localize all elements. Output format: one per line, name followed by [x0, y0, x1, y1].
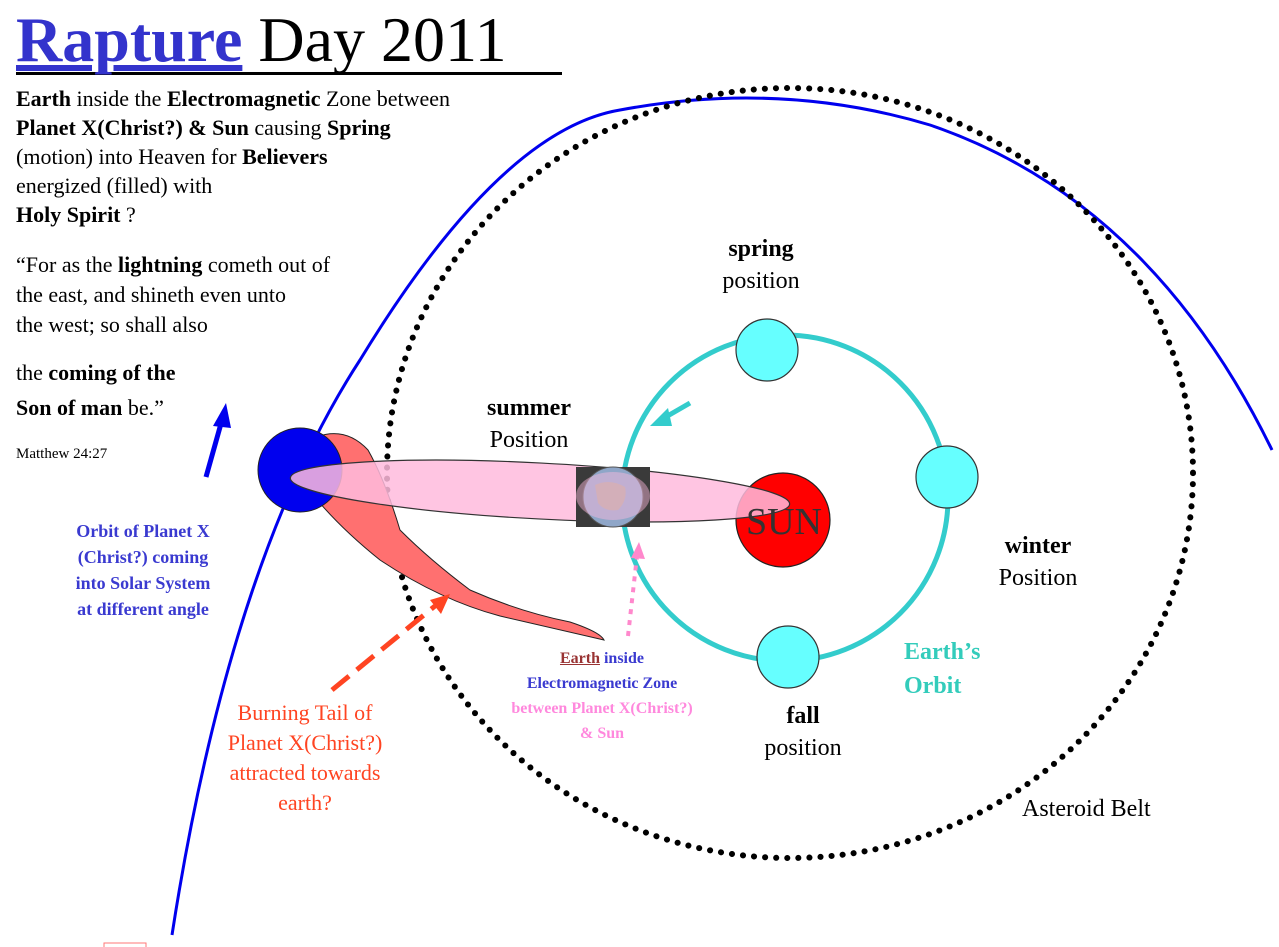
planet-x-orbit-curve: [170, 96, 1274, 936]
quote-line: Son of man be.”: [16, 395, 164, 421]
tail-pointer-arrow: [330, 604, 437, 692]
earth-zone-label: Earth inside Electromagnetic Zone betwee…: [472, 646, 732, 746]
quote-part: “For as the: [16, 252, 119, 277]
intro-spring: Spring: [327, 115, 391, 140]
quote-part: cometh out of: [202, 252, 331, 277]
burning-tail-label-line: Burning Tail of: [237, 700, 373, 725]
burning-tail-label-line: Planet X(Christ?): [227, 730, 383, 755]
tail-pointer-arrowhead: [430, 594, 450, 614]
intro-planet-sun: Planet X(Christ?) & Sun: [16, 115, 249, 140]
summer-label-sub: Position: [489, 427, 569, 453]
winter-label-title: winter: [1004, 533, 1072, 559]
quote-line: “For as the lightning cometh out of: [16, 252, 330, 278]
electromagnetic-zone: [289, 459, 791, 523]
summer-label: summer Position: [468, 392, 590, 456]
earth-zone-line: between Planet X(Christ?): [511, 700, 693, 717]
planet-x-orbit-label-line: Orbit of Planet X: [76, 521, 210, 541]
intro-electromagnetic: Electromagnetic: [166, 86, 321, 111]
intro-line: energized (filled) with: [16, 173, 213, 198]
quote-reference: Matthew 24:27: [16, 446, 108, 462]
orbit-direction-arrowhead: [650, 408, 672, 426]
quote-line: the coming of the: [16, 360, 175, 386]
page-title: Rapture Day 2011: [16, 0, 562, 75]
earth-zone-earth: Earth: [559, 650, 600, 667]
burning-tail-label-line: earth?: [278, 790, 332, 815]
intro-text: Earth inside the Electromagnetic Zone be…: [16, 84, 516, 229]
planet-x-motion-arrowhead: [213, 403, 231, 428]
sun-label: SUN: [745, 501, 823, 543]
earth-zone-line: Electromagnetic Zone: [526, 675, 678, 692]
earth-zone-pointer-arrowhead: [631, 542, 645, 559]
quote-line: the west; so shall also: [16, 312, 208, 337]
spring-label-title: spring: [728, 236, 794, 262]
earth-zone-inside: inside: [599, 650, 644, 667]
planet-x-orbit-label: Orbit of Planet X (Christ?) coming into …: [48, 518, 238, 622]
quote-son-of-man: Son of man: [16, 395, 123, 420]
earth-zone-pointer-arrow: [626, 555, 639, 637]
spring-label-sub: position: [722, 268, 800, 294]
earth-orbit-label-line: Earth’s: [904, 639, 981, 665]
winter-label: winter Position: [977, 530, 1099, 594]
planet-x-orbit-label-line: into Solar System: [75, 573, 211, 593]
burning-tail-label-line: attracted towards: [229, 760, 381, 785]
intro-earth: Earth: [16, 86, 71, 111]
intro-holy-spirit: Holy Spirit: [16, 202, 121, 227]
quote-line: the east, and shineth even unto: [16, 282, 287, 307]
fall-label-title: fall: [786, 703, 820, 729]
winter-label-sub: Position: [998, 565, 1078, 591]
earth-orbit-label-line: Orbit: [904, 673, 962, 699]
intro-text-part: (motion) into Heaven for: [16, 144, 243, 169]
intro-believers: Believers: [242, 144, 328, 169]
earth-zone-line: & Sun: [579, 725, 625, 742]
quote-coming: coming of the: [48, 360, 176, 385]
corner-mark: [103, 942, 147, 947]
earth-spring: [735, 318, 799, 382]
asteroid-belt-ring: [384, 85, 1196, 861]
intro-text-part: ?: [120, 202, 136, 227]
earth-summer-landmass: [595, 481, 626, 511]
title-word-rapture: Rapture: [16, 4, 243, 75]
planet-x-orbit-label-line: at different angle: [77, 599, 209, 619]
earth-fall: [756, 625, 820, 689]
intro-text-part: Zone between: [320, 86, 450, 111]
quote-part: the: [16, 360, 49, 385]
title-rest: Day 2011: [258, 4, 507, 75]
asteroid-belt-label: Asteroid Belt: [1022, 796, 1151, 822]
spring-label: spring position: [700, 233, 822, 297]
earth-orbit-label: Earth’s Orbit: [904, 635, 1004, 703]
planet-x-motion-arrow: [203, 419, 225, 478]
fall-label: fall position: [742, 700, 864, 764]
planet-x-orbit-label-line: (Christ?) coming: [77, 547, 209, 567]
burning-tail-label: Burning Tail of Planet X(Christ?) attrac…: [200, 698, 410, 818]
intro-text-part: causing: [248, 115, 328, 140]
quote-lightning: lightning: [118, 252, 203, 277]
quote-part: be.”: [122, 395, 164, 420]
summer-label-title: summer: [487, 395, 571, 421]
earth-winter: [915, 445, 979, 509]
fall-label-sub: position: [764, 735, 842, 761]
electromagnetic-zone-overlay: [576, 472, 650, 520]
intro-text-part: inside the: [71, 86, 167, 111]
